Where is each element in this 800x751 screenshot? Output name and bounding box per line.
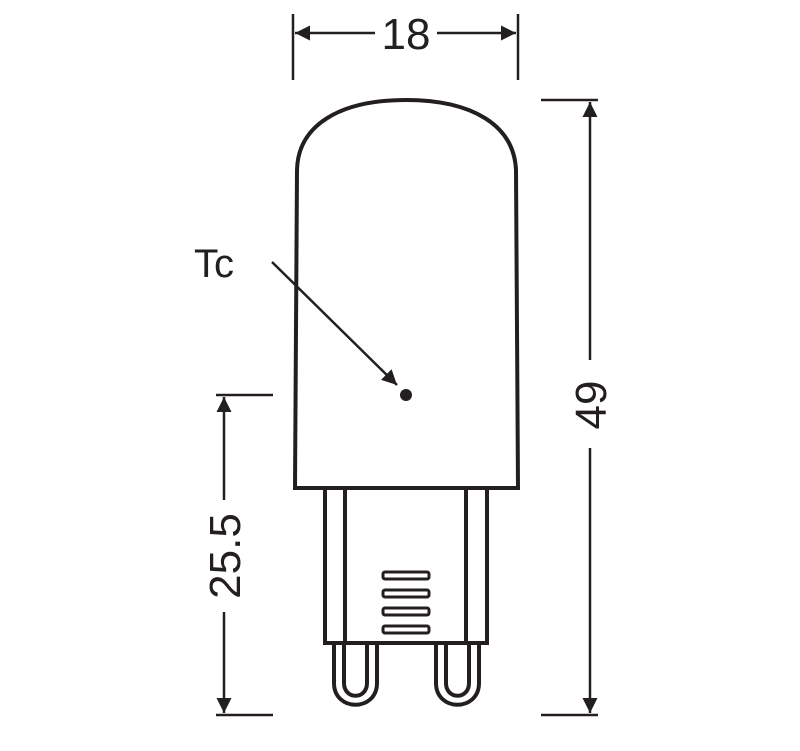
pin-right	[434, 645, 481, 707]
tc-point-dot	[400, 389, 412, 401]
tc-label: Tc	[194, 242, 234, 286]
lower-height-dimension	[216, 393, 273, 717]
width-dimension	[291, 14, 520, 80]
vent-slots	[381, 570, 431, 635]
bulb-body	[292, 97, 521, 490]
pin-left	[332, 645, 379, 707]
tc-leader-arrow	[271, 261, 398, 386]
lower-height-dimension-label: 25.5	[201, 513, 250, 599]
width-dimension-label: 18	[382, 10, 431, 59]
base	[323, 488, 489, 645]
overall-height-dimension-label: 49	[567, 381, 616, 430]
overall-height-dimension	[541, 98, 598, 717]
